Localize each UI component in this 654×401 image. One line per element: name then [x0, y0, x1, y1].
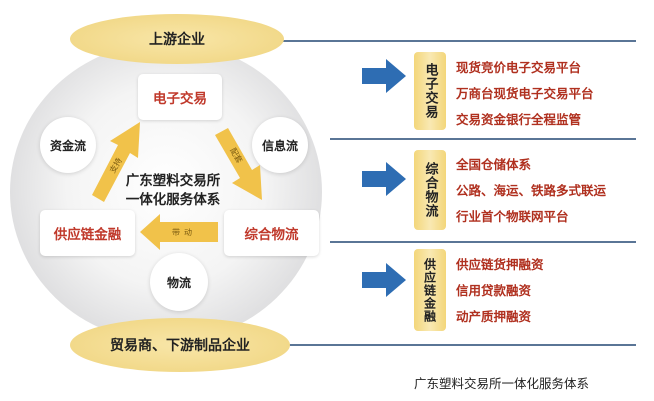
goods-flow-circle: 物流: [150, 253, 208, 311]
divider: [330, 241, 636, 243]
list-item: 供应链货押融资: [456, 257, 544, 272]
tag-supply-chain-finance: 供应链金融: [414, 249, 446, 331]
tag-logistics: 综合物流: [414, 150, 446, 230]
list-item: 信用贷款融资: [456, 283, 532, 298]
center-title: 广东塑料交易所 一体化服务体系: [118, 172, 228, 210]
info-flow-circle: 信息流: [252, 117, 308, 173]
arrow-right-icon: [362, 263, 406, 297]
divider: [330, 138, 636, 140]
divider-bottom: [280, 344, 636, 346]
section-items: 全国仓储体系 公路、海运、铁路多式联运 行业首个物联网平台: [456, 152, 606, 230]
section-items: 现货竞价电子交易平台 万商台现货电子交易平台 交易资金银行全程监管: [456, 55, 594, 133]
box-supply-chain-finance: 供应链金融: [40, 210, 135, 256]
support-arrow: [92, 122, 140, 202]
center-title-line: 广东塑料交易所: [125, 173, 221, 189]
list-item: 现货竞价电子交易平台: [456, 60, 582, 75]
divider-top: [280, 40, 636, 42]
cycle-arrows: [92, 122, 262, 250]
list-item: 交易资金银行全程监管: [456, 112, 582, 127]
list-item: 万商台现货电子交易平台: [456, 86, 594, 101]
list-item: 行业首个物联网平台: [456, 209, 569, 224]
match-arrow: [215, 128, 262, 200]
upstream-ellipse: 上游企业: [70, 14, 284, 64]
list-item: 全国仓储体系: [456, 157, 532, 172]
box-logistics: 综合物流: [224, 210, 319, 256]
downstream-ellipse: 贸易商、下游制品企业: [70, 318, 290, 372]
list-item: 动产质押融资: [456, 309, 532, 324]
drive-label: 带动: [172, 228, 196, 237]
list-item: 公路、海运、铁路多式联运: [456, 183, 607, 198]
drive-arrow: [140, 214, 218, 250]
section-items: 供应链货押融资 信用贷款融资 动产质押融资: [456, 252, 544, 330]
center-title-line: 一体化服务体系: [125, 192, 221, 208]
box-electronic-trade: 电子交易: [138, 74, 222, 120]
tag-electronic-trade: 电子交易: [414, 52, 446, 130]
arrow-right-icon: [362, 59, 406, 93]
caption: 广东塑料交易所一体化服务体系: [414, 376, 590, 391]
capital-flow-circle: 资金流: [40, 117, 96, 173]
arrow-right-icon: [362, 162, 406, 196]
